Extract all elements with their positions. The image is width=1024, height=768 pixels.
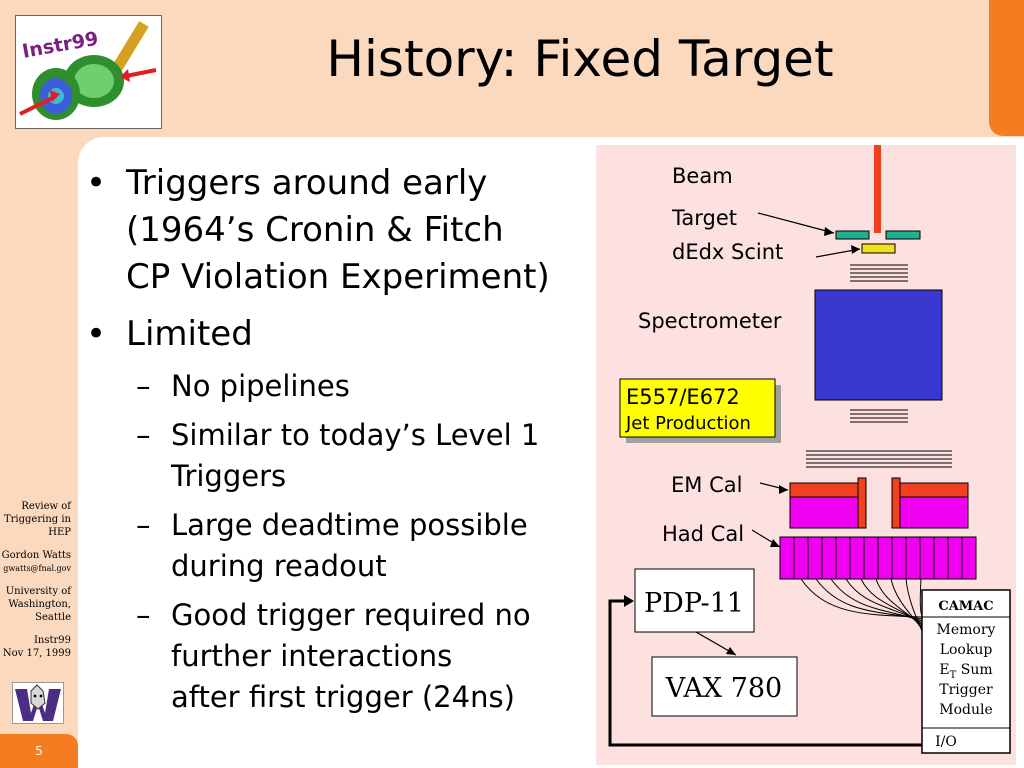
spectrometer-label: Spectrometer bbox=[638, 309, 782, 333]
sub-bullet-mark: – bbox=[136, 418, 151, 452]
em-cal-right bbox=[897, 482, 969, 498]
experiment-label-box bbox=[619, 378, 776, 438]
side-note-line: University of bbox=[5, 586, 71, 597]
wire-chambers-lower bbox=[806, 450, 952, 468]
target-arrow bbox=[757, 212, 835, 234]
bullet-list: • Triggers around early (1964’s Cronin &… bbox=[86, 160, 596, 718]
pdp11-computer bbox=[634, 568, 755, 633]
page-number: 5 bbox=[0, 734, 78, 768]
pdp11-label: PDP-11 bbox=[644, 588, 744, 619]
talk-date: Nov 17, 1999 bbox=[2, 648, 71, 659]
bullet-line: Triggers around early bbox=[126, 163, 488, 203]
bullet-line: No pipelines bbox=[171, 369, 350, 403]
side-note-line: Instr99 bbox=[33, 635, 71, 646]
dedx-label: dEdx Scint bbox=[672, 240, 783, 264]
wire-chambers-upper bbox=[850, 264, 908, 282]
spectrometer-magnet bbox=[814, 289, 943, 401]
side-note-line: HEP bbox=[48, 527, 71, 538]
sub-bullet-item: – Good trigger required no further inter… bbox=[86, 595, 596, 718]
vax780-label: VAX 780 bbox=[665, 673, 783, 704]
detector-diagram: Beam Target dEdx Scint Spectrometer bbox=[596, 145, 1016, 765]
bullet-line: (1964’s Cronin & Fitch bbox=[126, 210, 504, 250]
dedx-scintillator bbox=[861, 243, 896, 254]
bullet-mark: • bbox=[86, 163, 107, 203]
orange-accent-bar bbox=[989, 0, 1024, 136]
readout-cables bbox=[800, 578, 923, 632]
em-cal-label: EM Cal bbox=[671, 473, 742, 497]
side-note-line: Seattle bbox=[35, 612, 71, 623]
target-label: Target bbox=[671, 206, 737, 230]
target-left bbox=[835, 230, 870, 240]
side-note-line: Review of bbox=[21, 501, 71, 512]
detector-pencil-icon: Instr99 bbox=[19, 21, 157, 120]
bullet-line: further interactions bbox=[171, 639, 453, 673]
had-cal-cells bbox=[793, 537, 963, 579]
side-note-line: Washington, bbox=[8, 599, 71, 610]
camac-et-sum: ET Sum bbox=[939, 662, 992, 681]
had-cal-label: Had Cal bbox=[662, 522, 744, 546]
trigger-feedback-line bbox=[608, 599, 922, 747]
side-notes: Review of Triggering in HEP Gordon Watts… bbox=[0, 500, 71, 660]
uw-husky-logo bbox=[12, 682, 64, 724]
camac-module: Module bbox=[939, 702, 993, 718]
slide-title: History: Fixed Target bbox=[326, 30, 834, 88]
header-band bbox=[0, 0, 1024, 137]
sub-bullet-mark: – bbox=[136, 598, 151, 632]
author-email: gwatts@fnal.gov bbox=[3, 564, 71, 573]
bullet-line: Similar to today’s Level 1 bbox=[171, 418, 540, 452]
beam-label: Beam bbox=[672, 164, 733, 188]
bullet-line: Triggers bbox=[171, 459, 287, 493]
experiment-name: E557/E672 bbox=[626, 385, 740, 409]
instr99-logo: Instr99 bbox=[15, 15, 162, 129]
wire-chambers-middle bbox=[850, 409, 908, 423]
feedback-arrowhead bbox=[624, 595, 634, 607]
em-cal-block-right bbox=[899, 496, 969, 529]
bullet-line: Good trigger required no bbox=[171, 598, 531, 632]
em-cal-inner-right bbox=[891, 477, 901, 529]
camac-lookup: Lookup bbox=[940, 642, 993, 658]
husky-icon bbox=[15, 684, 61, 721]
detector-diagram-svg: Beam Target dEdx Scint Spectrometer bbox=[596, 145, 1016, 765]
sub-bullet-mark: – bbox=[136, 369, 151, 403]
bullet-item: • Limited bbox=[86, 311, 596, 358]
camac-title: CAMAC bbox=[938, 599, 993, 614]
sub-bullet-item: – No pipelines bbox=[86, 366, 596, 407]
camac-trigger: Trigger bbox=[939, 682, 993, 698]
sub-bullet-mark: – bbox=[136, 508, 151, 542]
sub-bullet-item: – Similar to today’s Level 1 Triggers bbox=[86, 415, 596, 497]
vax780-computer bbox=[651, 656, 798, 717]
target-right bbox=[885, 230, 921, 240]
em-cal-left bbox=[789, 482, 861, 498]
bullet-line: Large deadtime possible bbox=[171, 508, 528, 542]
bullet-line: after first trigger (24ns) bbox=[171, 680, 515, 714]
em-cal-block-left bbox=[789, 496, 859, 529]
sub-bullet-item: – Large deadtime possible during readout bbox=[86, 505, 596, 587]
experiment-description: Jet Production bbox=[625, 413, 751, 434]
em-cal-inner-left bbox=[857, 477, 867, 529]
side-note-line: Triggering in bbox=[3, 514, 71, 525]
bullet-item: • Triggers around early (1964’s Cronin &… bbox=[86, 160, 596, 301]
bullet-line: Limited bbox=[126, 314, 253, 354]
bullet-line: CP Violation Experiment) bbox=[126, 257, 550, 297]
bullet-line: during readout bbox=[171, 549, 387, 583]
camac-memory: Memory bbox=[937, 622, 996, 638]
author-name: Gordon Watts bbox=[1, 550, 71, 561]
left-strip bbox=[0, 137, 78, 768]
beam-line bbox=[874, 145, 881, 233]
bullet-mark: • bbox=[86, 314, 107, 354]
camac-io: I/O bbox=[935, 734, 957, 750]
